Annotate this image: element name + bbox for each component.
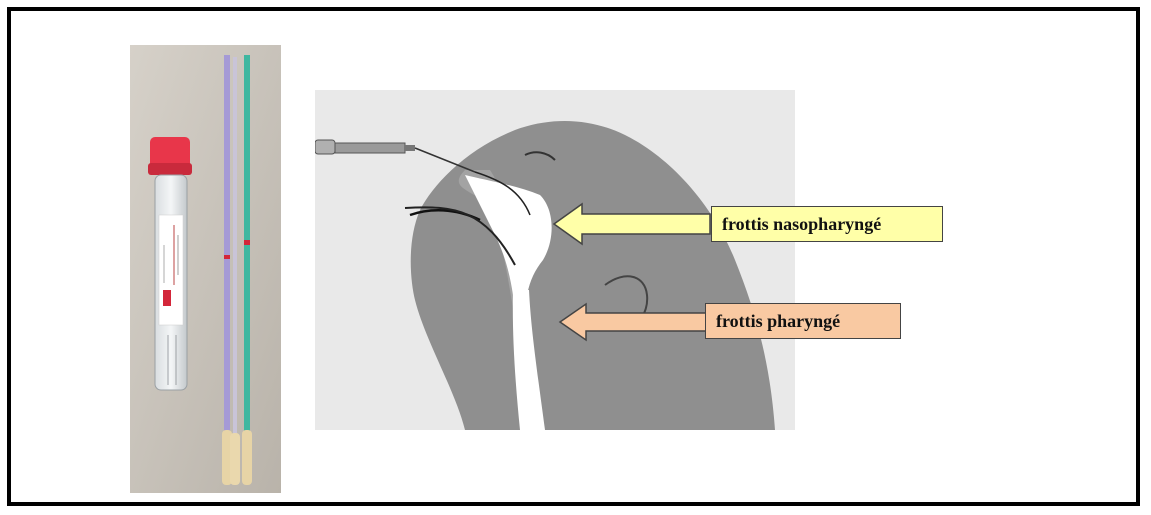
transport-tube (155, 175, 187, 390)
label-pharyngeal-swab: frottis pharyngé (705, 303, 901, 339)
label-nasopharyngeal-swab: frottis nasopharyngé (711, 206, 943, 242)
arrow-nasopharyngeal (552, 202, 712, 246)
swab-kit-photo (130, 45, 281, 493)
tube-cap (148, 137, 192, 175)
arrow-pharyngeal (558, 302, 708, 342)
head-cross-section-illustration (315, 90, 795, 430)
